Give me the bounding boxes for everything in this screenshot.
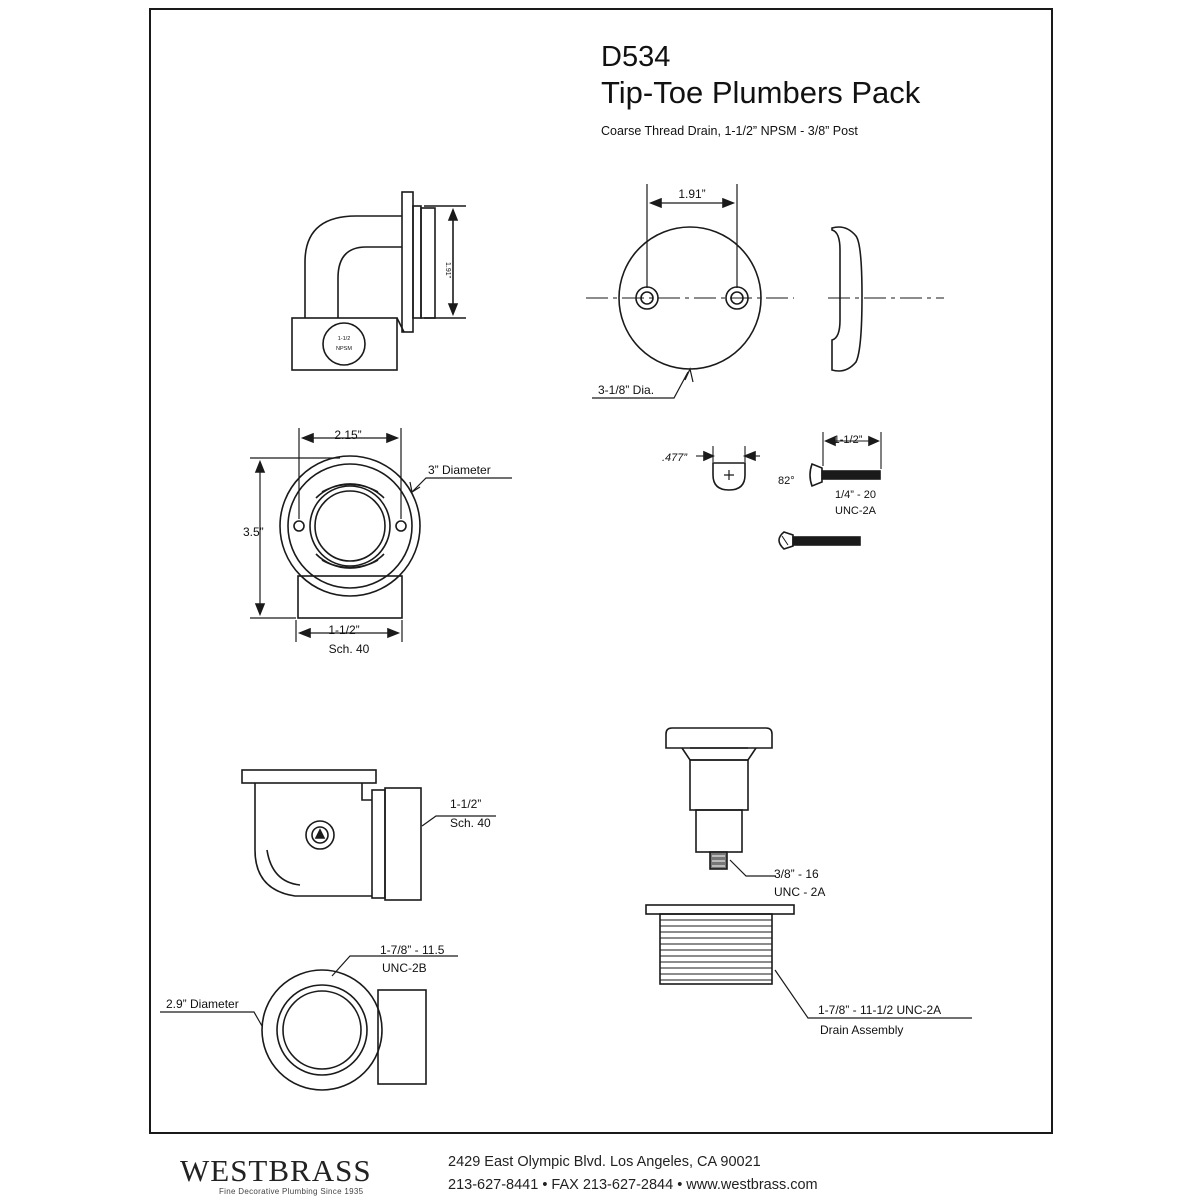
hole-spacing-top-label: 2.15”: [334, 428, 361, 442]
bottom-thread-class-label: UNC-2B: [382, 961, 427, 975]
tip-toe-stopper-drawing: 3/8” - 16 UNC - 2A: [665, 727, 825, 899]
elbow-side-view: 1.91” 1-1/2 NPSM: [291, 191, 466, 371]
elbow-side-height-label: 1.91”: [444, 262, 451, 279]
overflow-hole-spacing-label: 1.91”: [678, 187, 705, 201]
top-view-pipe-sch-label: Sch. 40: [329, 642, 370, 656]
top-view-diameter-label: 3” Diameter: [428, 463, 491, 477]
footer: WESTBRASS Fine Decorative Plumbing Since…: [0, 1150, 1200, 1200]
overflow-plate-front-view: 1.91” 3-1/8” Dia.: [586, 184, 794, 399]
elbow-top-view: 2.15” 3” Diameter 3.5” 1-1/2” Sch. 40: [243, 428, 512, 656]
top-view-height-label: 3.5”: [243, 525, 264, 539]
brand-tagline: Fine Decorative Plumbing Since 1935: [219, 1187, 364, 1196]
screw-thread-class-label: UNC-2A: [835, 505, 877, 517]
side-pipe-label: 1-1/2”: [450, 797, 481, 811]
screw-length-label: 1-1/2”: [834, 434, 863, 446]
brand-logo: WESTBRASS: [180, 1153, 372, 1188]
company-address: 2429 East Olympic Blvd. Los Angeles, CA …: [448, 1154, 761, 1170]
screw-angle-label: 82°: [778, 475, 795, 487]
title-block: D534 Tip-Toe Plumbers Pack Coarse Thread…: [601, 40, 920, 138]
overflow-plate-side-view: [828, 226, 944, 372]
drain-body-drawing: 1-7/8” - 11-1/2 UNC-2A Drain Assembly: [645, 904, 972, 1037]
elbow-side-view-setscrew: 1-1/2” Sch. 40: [241, 769, 496, 901]
screw-head-detail: .477”: [662, 446, 760, 491]
elbow-stamp-line2: NPSM: [336, 346, 352, 352]
screw-head-dimension-label: .477”: [662, 452, 688, 464]
product-name: Tip-Toe Plumbers Pack: [601, 75, 921, 110]
loose-screw-drawing: [778, 531, 861, 550]
stopper-thread-class-label: UNC - 2A: [774, 885, 825, 899]
side-pipe-sch-label: Sch. 40: [450, 816, 491, 830]
screw-thread-label: 1/4” - 20: [835, 489, 876, 501]
bottom-thread-label: 1-7/8” - 11.5: [380, 943, 445, 957]
top-view-pipe-label: 1-1/2”: [328, 623, 359, 637]
drain-thread-label: 1-7/8” - 11-1/2 UNC-2A: [818, 1003, 941, 1017]
model-number: D534: [601, 41, 671, 73]
bottom-diameter-label: 2.9” Diameter: [166, 997, 239, 1011]
screw-side-detail: 1-1/2” 82° 1/4” - 20 UNC-2A: [778, 432, 882, 517]
stopper-thread-label: 3/8” - 16: [774, 867, 819, 881]
drain-assembly-label: Drain Assembly: [820, 1023, 903, 1037]
elbow-stamp-line1: 1-1/2: [338, 336, 351, 342]
overflow-plate-diameter-label: 3-1/8” Dia.: [598, 383, 654, 397]
company-contact: 213-627-8441 • FAX 213-627-2844 • www.we…: [448, 1177, 818, 1193]
elbow-bottom-view: 1-7/8” - 11.5 UNC-2B 2.9” Diameter: [160, 943, 458, 1091]
product-subtitle: Coarse Thread Drain, 1-1/2” NPSM - 3/8” …: [601, 124, 858, 138]
drawing-sheet-border: [149, 8, 1053, 1134]
